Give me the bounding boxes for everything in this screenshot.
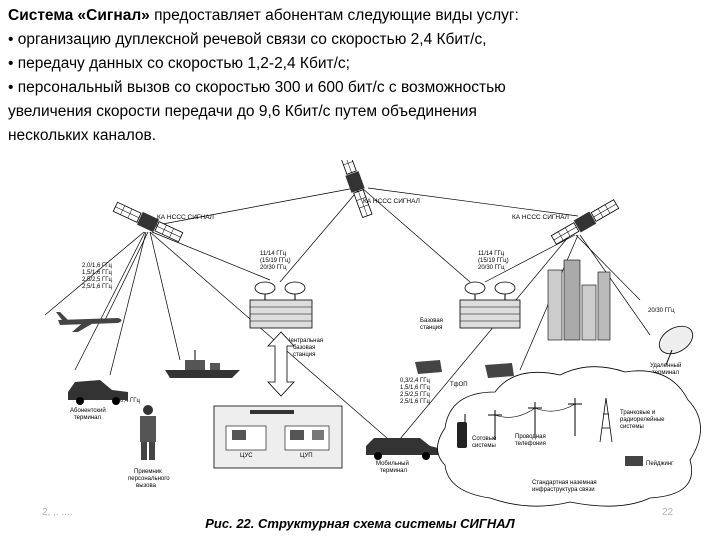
freq-right: 20/30 ГГц xyxy=(648,308,675,314)
intro-continuation-2: нескольких каналов. xyxy=(8,127,157,144)
freq-lc-0: 0,3/2,4 ГГц xyxy=(400,378,431,384)
cellular-1: системы xyxy=(472,443,496,449)
ground-infra-0: Стандартная наземная xyxy=(532,480,597,486)
freq-left-group: 2,0/1,6 ГГц 1,5/1,6 ГГц 2,5/2,5 ГГц 2,5/… xyxy=(82,263,113,290)
mobile-terminal-1: терминал xyxy=(380,468,407,474)
freq-center-left-group: 11/14 ГГц (15/19 ГГц) 20/30 ГГц xyxy=(260,251,291,271)
radio-tower-icon xyxy=(599,397,613,443)
figure-caption: Рис. 22. Структурная схема системы СИГНА… xyxy=(205,516,515,531)
central-station-icon xyxy=(249,281,313,329)
intro-title-line: Система «Сигнал» предоставляет абонентам… xyxy=(8,4,712,28)
freq-cr-0: 11/14 ГГц xyxy=(478,251,505,257)
freq-lc-1: 1,5/1,6 ГГц xyxy=(400,385,431,391)
freq-left-3: 2,5/1,6 ГГц xyxy=(82,284,113,290)
trunk-radio-1: радиорелейные xyxy=(620,416,665,423)
freq-cr-2: 20/30 ГГц xyxy=(478,265,505,271)
remote-terminal-1: терминал xyxy=(652,370,679,376)
telephone-icon xyxy=(415,360,514,378)
wired-telephony-0: Проводная xyxy=(515,434,546,440)
freq-cl-2: 20/30 ГГц xyxy=(260,265,287,271)
double-arrow xyxy=(267,331,295,397)
freq-low-center-group: 0,3/2,4 ГГц 1,5/1,6 ГГц 2,5/2,5 ГГц 2,5/… xyxy=(400,378,431,405)
base-station-icon xyxy=(459,281,521,329)
radio-links xyxy=(44,187,651,446)
limousine-icon xyxy=(366,438,438,460)
ground-infra-1: инфраструктура связи xyxy=(532,487,595,493)
cell-phone-icon xyxy=(457,414,467,448)
freq-left-1: 1,5/1,6 ГГц xyxy=(82,270,113,276)
trunk-radio-2: системы xyxy=(620,424,644,430)
satellite-right-icon xyxy=(550,199,620,245)
ground-infrastructure-cloud xyxy=(437,366,701,507)
sat-left-label: КА НССС СИГНАЛ xyxy=(157,214,214,221)
car-icon xyxy=(68,380,128,405)
central-station-0: Центральная xyxy=(286,338,323,344)
tfop-label: ТфОП xyxy=(450,382,468,388)
intro-text: Система «Сигнал» предоставляет абонентам… xyxy=(8,4,712,148)
subscriber-terminal-1: терминал xyxy=(74,415,101,421)
wired-telephony-1: телефония xyxy=(515,441,546,447)
base-station-0: Базовая xyxy=(420,318,443,324)
control-centre-icon xyxy=(213,405,343,469)
paging-label: Пейджинг xyxy=(646,460,674,467)
intro-continuation-1: увеличения скорости передачи до 9,6 Кбит… xyxy=(8,103,477,120)
freq-left-0: 2,0/1,6 ГГц xyxy=(82,263,113,269)
freq-lc-2: 2,5/2,5 ГГц xyxy=(400,392,431,398)
base-station-1: станция xyxy=(420,325,442,331)
satellite-dish-icon xyxy=(658,325,694,366)
satellite-left-icon xyxy=(112,201,184,243)
city-buildings-icon xyxy=(547,259,611,341)
freq-lc-3: 2,5/1,6 ГГц xyxy=(400,399,431,405)
freq-cl-1: (15/19 ГГц) xyxy=(260,258,291,264)
person-pager-icon xyxy=(140,405,156,460)
personal-call-2: вызова xyxy=(136,483,157,489)
intro-bullet-3: • персональный вызов со скоростью 300 и … xyxy=(8,79,506,96)
cellular-0: Сотовые xyxy=(472,436,497,442)
freq-cr-1: (15/19 ГГц) xyxy=(478,258,509,264)
freq-cl-0: 11/14 ГГц xyxy=(260,251,287,257)
tsus-label: ЦУС xyxy=(240,453,253,459)
page-number: 22 xyxy=(662,507,674,518)
date-stamp: 2, ,. .... xyxy=(42,507,73,518)
personal-call-1: персонального xyxy=(128,476,170,482)
intro-bullet-1: • организацию дуплексной речевой связи с… xyxy=(8,31,487,48)
trunk-radio-0: Транковые и xyxy=(620,410,655,416)
mobile-terminal-0: Мобильный xyxy=(376,460,409,467)
subscriber-terminal-0: Абонентский xyxy=(70,407,106,414)
pager-icon xyxy=(625,456,643,466)
signal-system-diagram: КА НССС СИГНАЛ КА НССС СИГНАЛ КА НССС СИ… xyxy=(44,160,701,507)
satellite-center-icon xyxy=(337,160,373,219)
central-station-1: базовая xyxy=(293,345,315,351)
tsup-label: ЦУП xyxy=(300,453,313,459)
freq-left-2: 2,5/2,5 ГГц xyxy=(82,277,113,283)
utility-poles-icon xyxy=(488,398,582,440)
airplane-icon xyxy=(56,312,122,332)
intro-bullet-2: • передачу данных со скоростью 1,2-2,4 К… xyxy=(8,55,350,72)
sat-center-label: КА НССС СИГНАЛ xyxy=(363,198,420,205)
intro-title-bold: Система «Сигнал» xyxy=(8,7,150,24)
sat-right-label: КА НССС СИГНАЛ xyxy=(512,214,569,221)
intro-title-rest: предоставляет абонентам следующие виды у… xyxy=(149,7,519,24)
freq-low-left: 0,4 ГГц xyxy=(120,398,141,404)
ship-icon xyxy=(165,350,240,378)
personal-call-0: Приемник xyxy=(134,469,162,475)
freq-center-right-group: 11/14 ГГц (15/19 ГГц) 20/30 ГГц xyxy=(478,251,509,271)
central-station-2: станция xyxy=(293,352,315,358)
remote-terminal-0: Удаленный xyxy=(650,362,681,369)
